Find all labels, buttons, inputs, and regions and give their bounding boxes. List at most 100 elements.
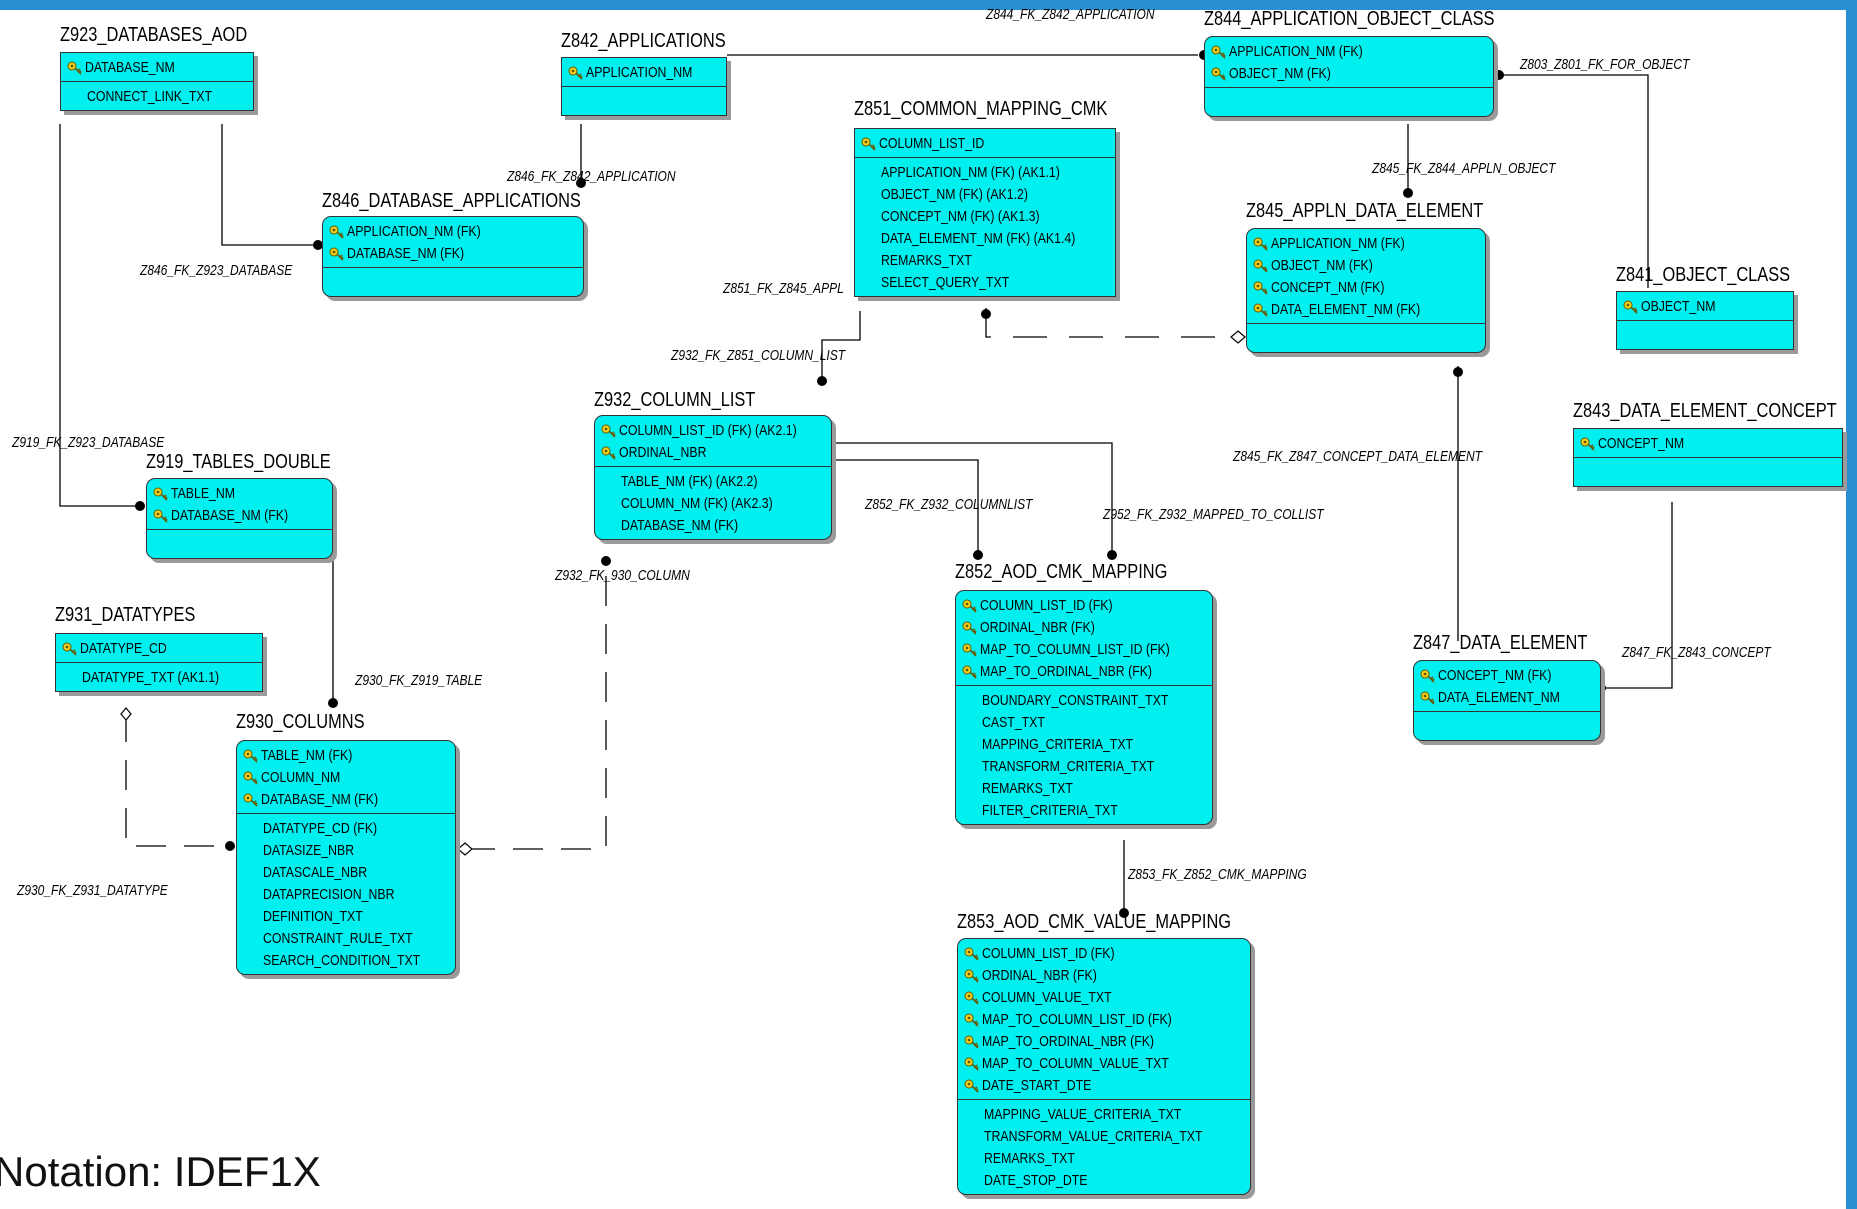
attribute-label: CAST_TXT: [982, 714, 1045, 731]
key-attribute: OBJECT_NM (FK): [1205, 63, 1493, 85]
attribute-section: [1414, 712, 1600, 740]
entity-box[interactable]: APPLICATION_NM (FK) DATABASE_NM (FK): [322, 216, 584, 297]
key-icon: [243, 769, 261, 786]
key-icon: [1253, 257, 1271, 274]
header-band: [0, 0, 1857, 10]
key-icon: [962, 641, 980, 658]
relationship-line: [821, 311, 861, 381]
entity-title: Z843_DATA_ELEMENT_CONCEPT: [1573, 400, 1837, 422]
key-attribute: COLUMN_NM: [237, 767, 455, 789]
key-icon: [153, 485, 171, 502]
key-attribute-label: APPLICATION_NM (FK): [1271, 235, 1405, 252]
entity-title: Z932_COLUMN_LIST: [594, 389, 756, 411]
key-icon: [1211, 65, 1229, 82]
cardinality-dot: [135, 501, 145, 511]
attribute-label: REMARKS_TXT: [982, 780, 1073, 797]
entity-box[interactable]: COLUMN_LIST_ID (FK)ORDINAL_NBR (FK)COLUM…: [957, 938, 1251, 1195]
primary-key-section: CONCEPT_NM: [1574, 429, 1842, 458]
key-attribute: OBJECT_NM (FK): [1247, 255, 1485, 277]
attribute-section: [147, 530, 332, 558]
entity-box[interactable]: COLUMN_LIST_ID APPLICATION_NM (FK) (AK1.1…: [854, 128, 1116, 297]
attribute: BOUNDARY_CONSTRAINT_TXT: [956, 690, 1212, 712]
key-attribute: APPLICATION_NM (FK): [1205, 41, 1493, 63]
cardinality-dot: [1494, 70, 1504, 80]
entity-box[interactable]: APPLICATION_NM (FK) OBJECT_NM (FK)CONCEPT…: [1246, 228, 1486, 353]
key-attribute: CONCEPT_NM (FK): [1414, 665, 1600, 687]
cardinality-dot: [313, 240, 323, 250]
entity-box[interactable]: CONCEPT_NM (FK)DATA_ELEMENT_NM: [1413, 660, 1601, 741]
key-icon: [243, 791, 261, 808]
entity-box[interactable]: OBJECT_NM: [1616, 291, 1794, 350]
attribute-section: BOUNDARY_CONSTRAINT_TXT CAST_TXT MAPPING_C…: [956, 686, 1212, 824]
primary-key-section: COLUMN_LIST_ID (FK) (AK2.1)ORDINAL_NBR: [595, 416, 831, 467]
primary-key-section: CONCEPT_NM (FK)DATA_ELEMENT_NM: [1414, 661, 1600, 712]
key-attribute-label: APPLICATION_NM (FK): [1229, 43, 1363, 60]
key-attribute-label: COLUMN_LIST_ID (FK) (AK2.1): [619, 422, 797, 439]
attribute-label: DATASCALE_NBR: [263, 864, 368, 881]
key-icon: [964, 945, 982, 962]
attribute-label: APPLICATION_NM (FK) (AK1.1): [881, 164, 1060, 181]
key-attribute: DATA_ELEMENT_NM (FK): [1247, 299, 1485, 321]
entity-title: Z923_DATABASES_AOD: [60, 24, 248, 46]
optional-diamond: [457, 842, 473, 856]
attribute: REMARKS_TXT: [958, 1148, 1250, 1170]
entity-title: Z931_DATATYPES: [55, 604, 196, 626]
entity-box[interactable]: CONCEPT_NM: [1573, 428, 1843, 487]
attribute: DATAPRECISION_NBR: [237, 884, 455, 906]
primary-key-section: COLUMN_LIST_ID (FK)ORDINAL_NBR (FK)MAP_T…: [956, 591, 1212, 686]
entity-box[interactable]: APPLICATION_NM: [561, 57, 727, 116]
key-icon: [153, 507, 171, 524]
primary-key-section: APPLICATION_NM: [562, 58, 726, 87]
optional-diamond: [1230, 330, 1246, 344]
primary-key-section: OBJECT_NM: [1617, 292, 1793, 321]
attribute-label: MAPPING_CRITERIA_TXT: [982, 736, 1134, 753]
key-attribute: DATABASE_NM (FK): [323, 243, 583, 265]
entity-title: Z844_APPLICATION_OBJECT_CLASS: [1204, 8, 1495, 30]
entity-box[interactable]: APPLICATION_NM (FK) OBJECT_NM (FK): [1204, 36, 1494, 117]
attribute: CONSTRAINT_RULE_TXT: [237, 928, 455, 950]
key-attribute: COLUMN_LIST_ID (FK): [956, 595, 1212, 617]
key-attribute-label: MAP_TO_COLUMN_LIST_ID (FK): [982, 1011, 1172, 1028]
attribute-label: CONSTRAINT_RULE_TXT: [263, 930, 413, 947]
relationship-line: [125, 712, 230, 847]
key-attribute: OBJECT_NM: [1617, 296, 1793, 318]
key-icon: [601, 422, 619, 439]
key-attribute-label: CONCEPT_NM: [1598, 435, 1685, 452]
key-attribute: DATABASE_NM (FK): [237, 789, 455, 811]
key-attribute-label: MAP_TO_COLUMN_VALUE_TXT: [982, 1055, 1169, 1072]
key-icon: [964, 1077, 982, 1094]
key-attribute-label: MAP_TO_COLUMN_LIST_ID (FK): [980, 641, 1170, 658]
attribute: TRANSFORM_CRITERIA_TXT: [956, 756, 1212, 778]
key-attribute: CONCEPT_NM (FK): [1247, 277, 1485, 299]
entity-box[interactable]: COLUMN_LIST_ID (FK)ORDINAL_NBR (FK)MAP_T…: [955, 590, 1213, 825]
key-attribute-label: DATABASE_NM (FK): [171, 507, 289, 524]
key-attribute: DATABASE_NM: [61, 57, 253, 79]
attribute: REMARKS_TXT: [956, 778, 1212, 800]
cardinality-dot: [1453, 367, 1463, 377]
relationship-label: Z932_FK_Z851_COLUMN_LIST: [671, 347, 846, 364]
attribute-label: CONCEPT_NM (FK) (AK1.3): [881, 208, 1040, 225]
entity-title: Z852_AOD_CMK_MAPPING: [955, 561, 1168, 583]
attribute-section: DATATYPE_TXT (AK1.1): [56, 663, 262, 691]
key-attribute: COLUMN_LIST_ID (FK): [958, 943, 1250, 965]
entity-title: Z847_DATA_ELEMENT: [1413, 632, 1588, 654]
key-icon: [1253, 301, 1271, 318]
relationship-line: [832, 459, 979, 555]
key-attribute-label: OBJECT_NM (FK): [1229, 65, 1331, 82]
relationship-label: Z930_FK_Z931_DATATYPE: [17, 882, 168, 899]
relationship-label: Z932_FK_930_COLUMN: [555, 567, 690, 584]
key-attribute-label: APPLICATION_NM (FK): [347, 223, 481, 240]
attribute-label: REMARKS_TXT: [881, 252, 972, 269]
cardinality-dot: [1119, 908, 1129, 918]
primary-key-section: APPLICATION_NM (FK) DATABASE_NM (FK): [323, 217, 583, 268]
key-attribute: COLUMN_LIST_ID: [855, 133, 1115, 155]
